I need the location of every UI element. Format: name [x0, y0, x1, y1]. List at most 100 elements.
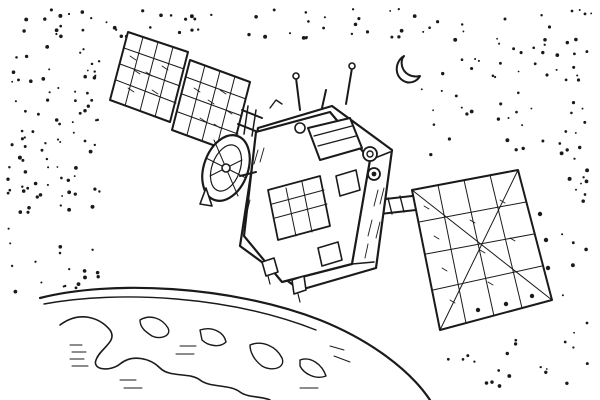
right-solar-panel: [375, 169, 553, 331]
star: [21, 185, 24, 188]
star: [11, 70, 16, 75]
star: [505, 351, 510, 356]
star: [67, 12, 71, 16]
star: [31, 130, 35, 134]
star: [24, 109, 27, 113]
star: [436, 20, 440, 24]
star: [14, 100, 17, 103]
star: [571, 100, 576, 105]
star: [539, 365, 542, 369]
star: [561, 233, 564, 236]
star: [60, 176, 63, 180]
star: [58, 251, 62, 255]
star: [565, 148, 569, 152]
star: [350, 32, 354, 36]
star: [23, 136, 26, 139]
star: [540, 14, 543, 17]
star: [574, 131, 577, 134]
star: [565, 40, 570, 45]
star: [521, 124, 524, 127]
star: [583, 12, 587, 16]
star: [499, 102, 503, 106]
star: [9, 242, 12, 245]
star: [83, 275, 87, 280]
star: [470, 66, 474, 71]
star: [496, 117, 501, 121]
star: [585, 50, 589, 54]
star: [432, 123, 436, 126]
star: [159, 13, 163, 18]
satellite-body: [238, 104, 394, 303]
star: [56, 138, 60, 141]
star: [11, 80, 14, 83]
star: [13, 289, 18, 294]
star: [564, 130, 568, 133]
star: [519, 51, 523, 55]
star: [36, 112, 40, 116]
star: [505, 138, 510, 143]
star: [584, 179, 589, 184]
star: [570, 111, 573, 115]
star: [497, 384, 502, 388]
star: [21, 189, 26, 193]
star: [422, 30, 425, 33]
star: [184, 17, 188, 21]
star: [545, 368, 548, 370]
star: [491, 74, 495, 78]
star: [66, 178, 71, 183]
star: [33, 181, 38, 186]
star: [98, 190, 101, 193]
star: [193, 17, 197, 21]
star: [572, 65, 576, 69]
star: [91, 248, 94, 251]
star: [572, 346, 575, 349]
star: [112, 25, 117, 30]
star: [301, 36, 306, 40]
star: [514, 338, 518, 342]
star: [563, 340, 567, 344]
star: [541, 50, 545, 55]
star: [263, 34, 268, 39]
star: [399, 28, 404, 33]
star: [67, 190, 72, 195]
star: [90, 62, 94, 66]
star: [517, 91, 520, 95]
star: [465, 112, 469, 116]
star: [43, 17, 47, 21]
star: [141, 9, 145, 13]
star: [105, 21, 108, 24]
star: [390, 35, 394, 39]
star: [570, 263, 575, 268]
star: [45, 44, 50, 49]
star: [517, 70, 520, 73]
star: [460, 23, 464, 26]
star: [469, 109, 474, 114]
star: [35, 195, 39, 199]
star: [565, 381, 569, 386]
star: [55, 32, 58, 36]
star: [558, 142, 562, 145]
star: [95, 270, 100, 275]
star: [83, 139, 87, 143]
star: [432, 109, 434, 112]
star: [512, 47, 516, 51]
star: [169, 14, 173, 17]
star: [10, 264, 14, 268]
star: [80, 10, 85, 14]
star: [507, 374, 512, 378]
star: [115, 28, 118, 31]
star: [18, 210, 23, 214]
star: [27, 206, 31, 210]
star: [46, 183, 49, 186]
star: [460, 58, 464, 62]
star: [575, 188, 577, 191]
star: [74, 286, 78, 290]
star: [83, 108, 87, 113]
star: [73, 192, 77, 196]
star: [397, 35, 401, 39]
star: [49, 8, 53, 12]
star: [7, 227, 10, 230]
star: [44, 142, 47, 145]
